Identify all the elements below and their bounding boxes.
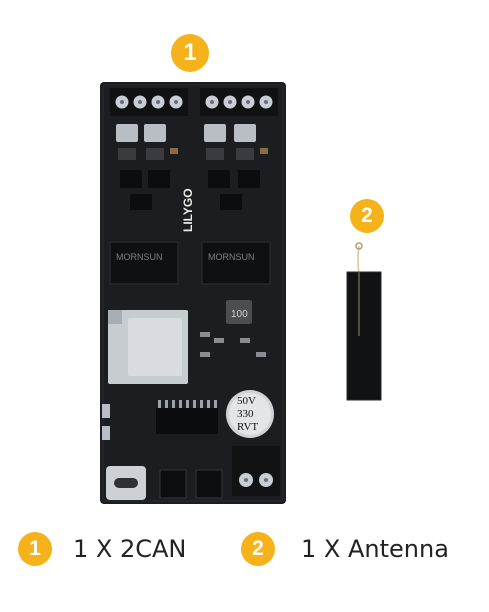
callout-number: 2 bbox=[361, 204, 373, 227]
callout-badge-antenna: 2 bbox=[350, 199, 384, 233]
can-board-image: LILYGO MORNSUN MORNSUN 100 bbox=[100, 82, 286, 504]
terminal-block-left bbox=[110, 88, 188, 116]
module-silkscreen-2: MORNSUN bbox=[208, 252, 255, 262]
capacitor-line-3: RVT bbox=[237, 421, 258, 433]
antenna-image bbox=[345, 238, 385, 402]
callout-badge-board: 1 bbox=[171, 34, 209, 72]
antenna-illustration bbox=[346, 242, 382, 401]
callout-number: 1 bbox=[183, 39, 197, 66]
legend-label-2: 1 X Antenna bbox=[301, 535, 449, 563]
inductor-label: 100 bbox=[231, 309, 248, 320]
can-board-illustration: LILYGO MORNSUN MORNSUN 100 bbox=[100, 82, 286, 504]
module-silkscreen-1: MORNSUN bbox=[116, 252, 163, 262]
legend-number: 2 bbox=[252, 537, 264, 560]
capacitor-line-2: 330 bbox=[237, 408, 254, 420]
legend-badge-1: 1 bbox=[18, 532, 52, 566]
capacitor-line-1: 50V bbox=[237, 395, 256, 407]
legend-badge-2: 2 bbox=[241, 532, 275, 566]
legend-label-1: 1 X 2CAN bbox=[73, 535, 187, 563]
brand-silkscreen: LILYGO bbox=[181, 188, 195, 232]
terminal-block-right bbox=[200, 88, 278, 116]
legend-number: 1 bbox=[29, 537, 41, 560]
